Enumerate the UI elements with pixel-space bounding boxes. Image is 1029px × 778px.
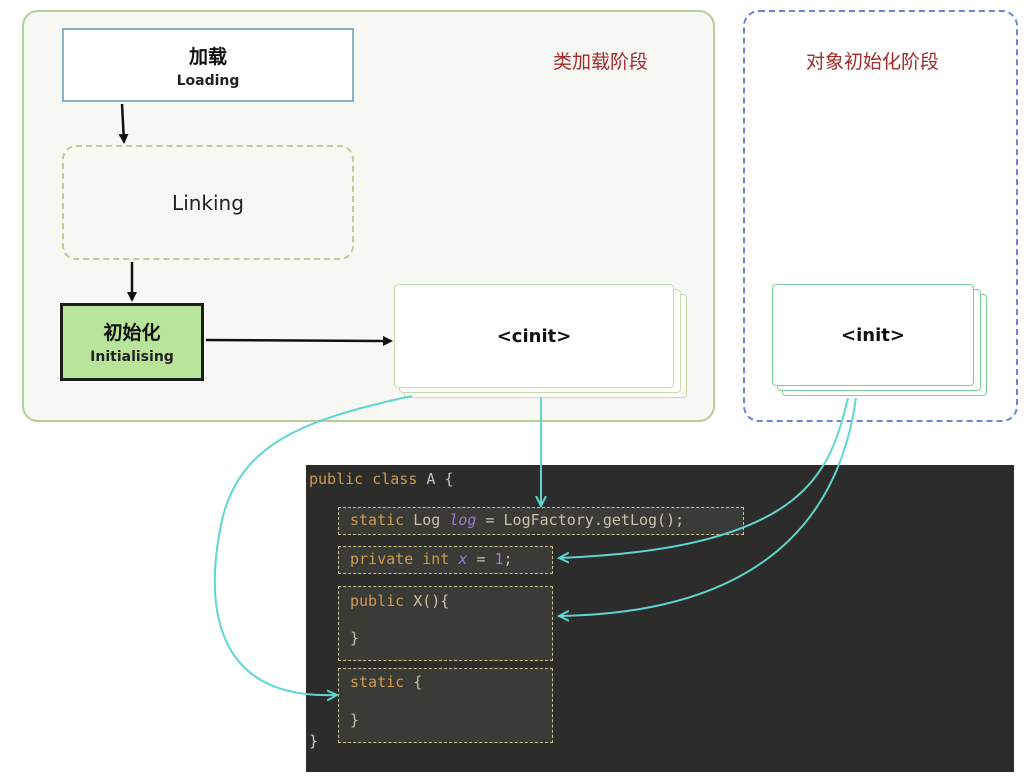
loading-en-label: Loading — [176, 73, 240, 89]
loading-cn-label: 加载 — [188, 46, 227, 68]
class-loading-phase-title: 类加载阶段 — [553, 51, 649, 73]
init-card: <init> — [772, 284, 974, 386]
code-class-header: public class A { — [309, 470, 454, 488]
init-label: <init> — [841, 324, 905, 346]
linking-label: Linking — [172, 190, 244, 215]
cinit-label: <cinit> — [496, 325, 572, 347]
code-instance-field-line: private int x = 1; — [350, 550, 513, 568]
initialising-to-cinit-arrow — [205, 335, 393, 346]
init-to-constructor-connector — [560, 397, 857, 616]
cinit-to-static-block-connector — [214, 395, 413, 695]
initialising-cn-label: 初始化 — [103, 322, 161, 344]
loading-step: 加载 Loading — [62, 28, 354, 102]
loading-to-linking-arrow — [118, 103, 129, 144]
constructor-box — [338, 586, 553, 661]
initialising-en-label: Initialising — [90, 349, 174, 365]
code-constructor-line: public X(){ — [350, 592, 450, 610]
object-init-phase-title: 对象初始化阶段 — [806, 51, 940, 73]
init-to-instance-field-connector — [560, 397, 849, 558]
code-static-field-line: static Log log = LogFactory.getLog(); — [350, 511, 685, 529]
code-constructor-close: } — [350, 629, 360, 647]
initialising-step: 初始化 Initialising — [60, 303, 204, 381]
code-static-block-line: static { — [350, 673, 423, 691]
code-class-footer: } — [309, 732, 319, 750]
linking-step: Linking — [62, 145, 354, 260]
code-block: public class A { static Log log = LogFac… — [306, 465, 1014, 772]
static-block-box — [338, 668, 553, 743]
instance-field-box — [338, 546, 553, 574]
cinit-card: <cinit> — [394, 284, 674, 388]
code-static-block-close: } — [350, 711, 360, 729]
static-field-box — [338, 507, 744, 535]
